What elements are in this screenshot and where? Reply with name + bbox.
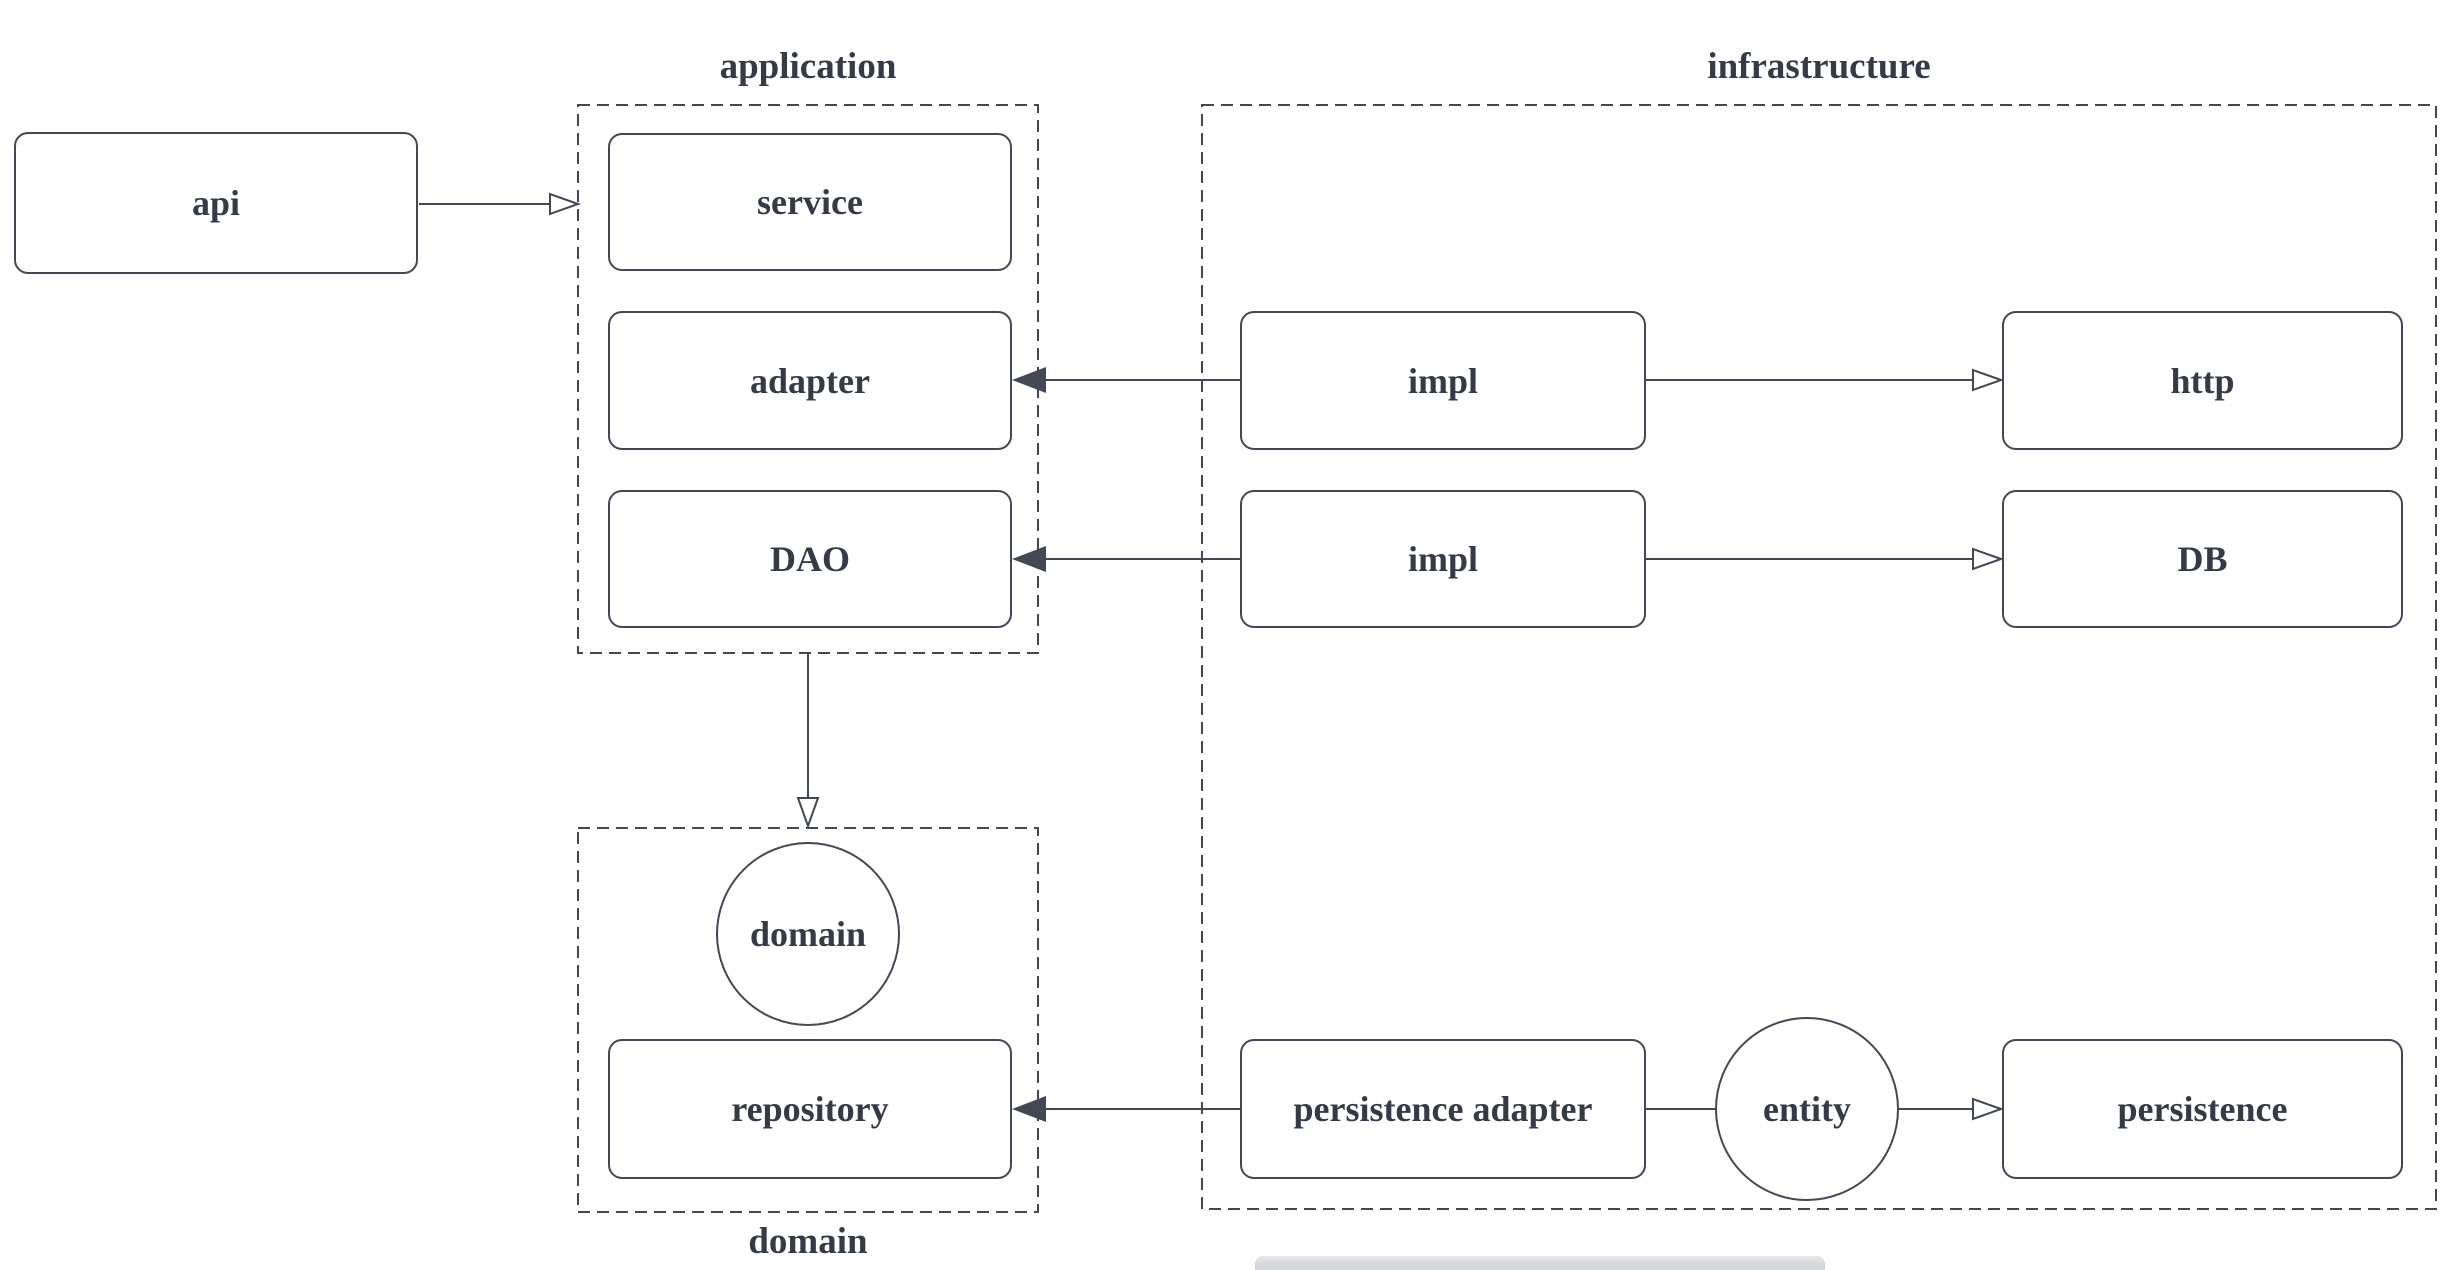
edge-impl-db [1646, 547, 2004, 571]
application-group-label: application [719, 46, 897, 87]
node-persistence: persistence [2002, 1039, 2403, 1179]
node-domain-circle: domain [716, 842, 900, 1026]
node-repository: repository [608, 1039, 1012, 1179]
edge-impl-adapter [1012, 367, 1240, 393]
edge-application-domain [796, 654, 820, 829]
node-adapter: adapter [608, 311, 1012, 450]
infrastructure-group-border [1201, 104, 2437, 1210]
infrastructure-group-label: infrastructure [1707, 46, 1931, 87]
node-dao: DAO [608, 490, 1012, 628]
edge-api-application [419, 192, 581, 216]
node-persistence-adapter: persistence adapter [1240, 1039, 1646, 1179]
node-db: DB [2002, 490, 2403, 628]
edge-impl-http [1646, 368, 2004, 392]
node-impl-http: impl [1240, 311, 1646, 450]
domain-group-label: domain [748, 1221, 868, 1262]
node-api: api [14, 132, 418, 274]
edge-persistence-adapter-repository [1012, 1096, 1240, 1122]
horizontal-scrollbar[interactable] [1255, 1256, 1825, 1270]
node-service: service [608, 133, 1012, 271]
edge-impl-dao [1012, 546, 1240, 572]
node-impl-db: impl [1240, 490, 1646, 628]
edge-entity-persistence [1898, 1097, 2004, 1121]
node-http: http [2002, 311, 2403, 450]
node-entity-circle: entity [1715, 1017, 1899, 1201]
